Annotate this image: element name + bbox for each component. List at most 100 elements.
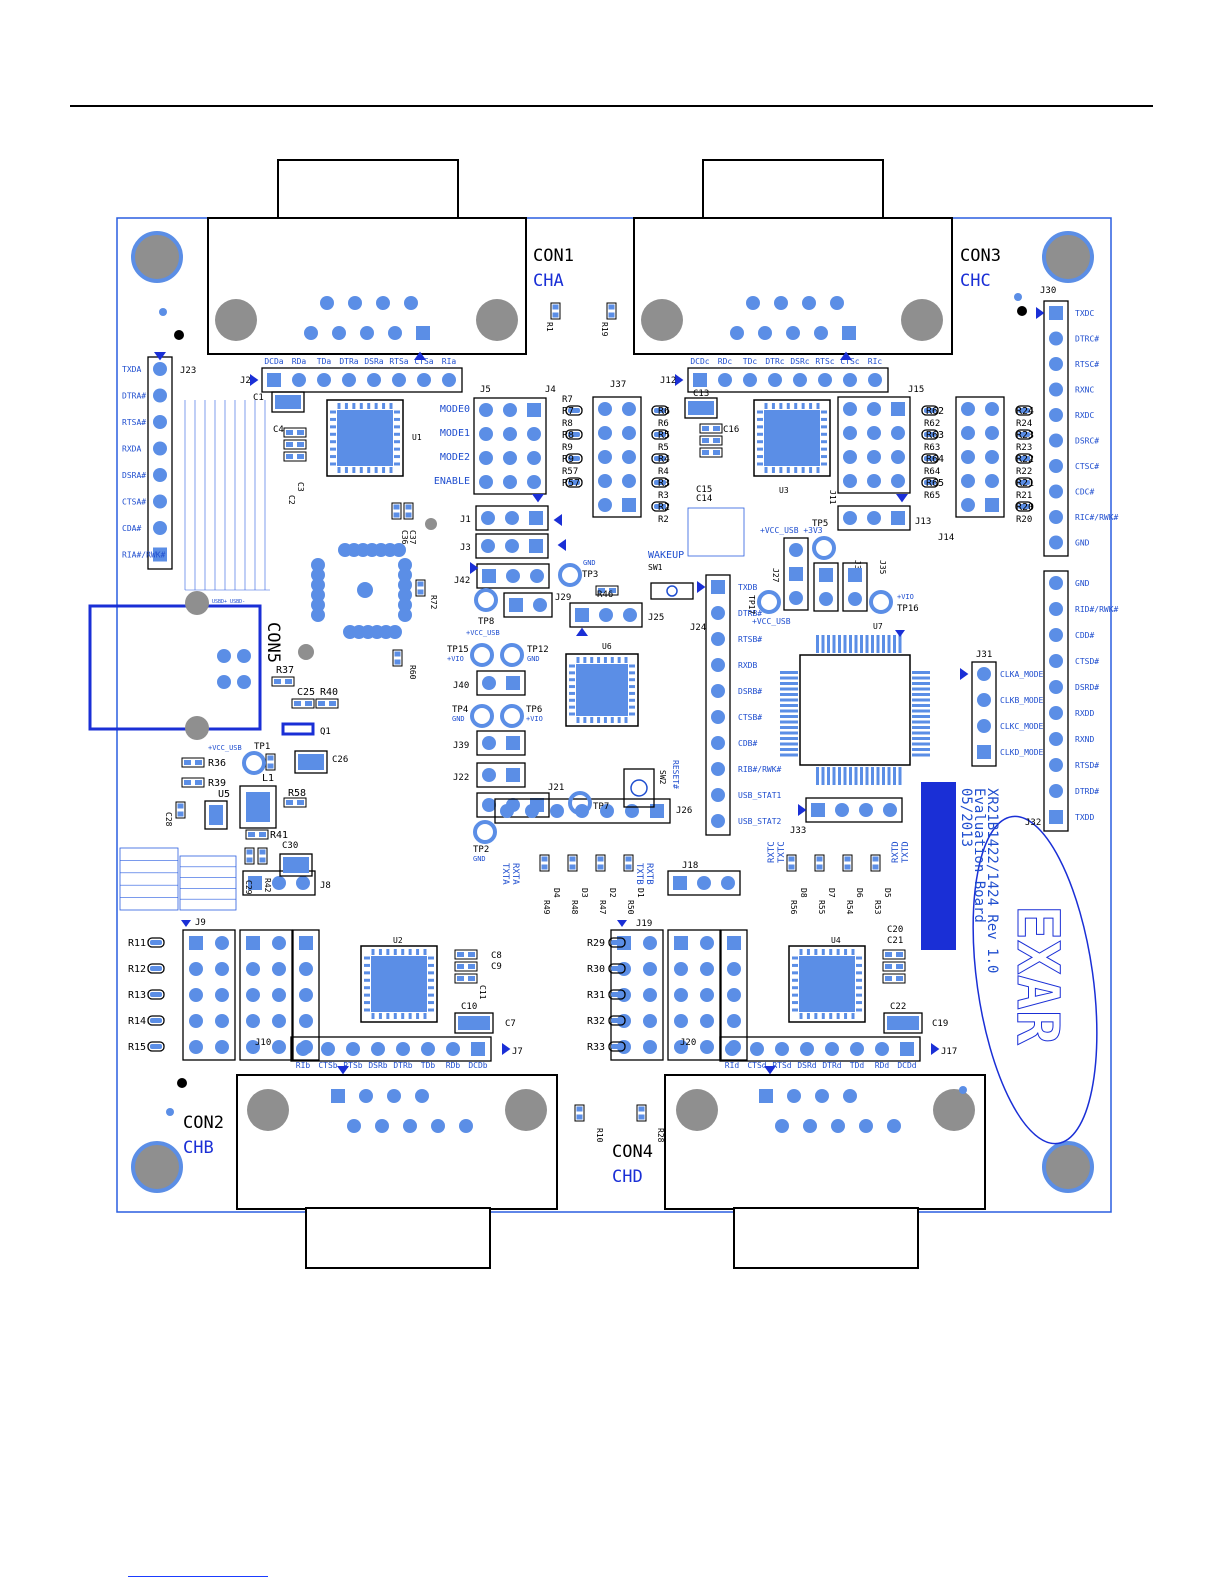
u4-lead <box>856 956 862 960</box>
r28-pad <box>638 1106 645 1112</box>
u6-lead <box>629 712 635 716</box>
c25-pad <box>294 701 301 706</box>
j1-pin <box>529 511 543 525</box>
u7-marker <box>895 630 905 637</box>
u3-lead <box>794 403 798 409</box>
con4-pin <box>843 1089 857 1103</box>
res-left <box>147 989 165 1000</box>
con4-channel: CHD <box>612 1167 643 1187</box>
res-mid <box>608 1041 626 1052</box>
u7-lead <box>827 767 830 785</box>
u1-lead <box>330 432 336 436</box>
j15-label: J15 <box>908 385 924 395</box>
res-mid-label: R32 <box>587 1016 605 1027</box>
j3-pin <box>529 539 543 553</box>
j39-pin <box>506 736 520 750</box>
u7-lead <box>860 767 863 785</box>
j7-label: CTSb <box>318 1061 337 1070</box>
j25-pin <box>623 608 637 622</box>
u4-lead <box>829 1013 833 1019</box>
c37-pad <box>405 512 412 518</box>
j23-marker <box>154 352 166 361</box>
c29-pad <box>246 849 253 855</box>
j30-label: DSRC# <box>1075 437 1099 446</box>
j9-pin <box>189 962 203 976</box>
led-left-r: R48 <box>570 900 579 915</box>
u7-lead <box>865 767 869 785</box>
res-r24 <box>1015 453 1033 464</box>
c-stack-u4-pad <box>885 964 892 969</box>
r46-pad <box>598 588 605 593</box>
c27 <box>265 753 276 771</box>
c-stack-u2 <box>454 949 478 960</box>
u3-lead <box>779 467 783 473</box>
u7-lead <box>780 698 798 702</box>
c4-label: C4 <box>273 425 284 435</box>
res-r7 <box>565 405 583 416</box>
j2-pin <box>267 373 281 387</box>
u4-lead <box>799 949 803 955</box>
u7-lead <box>821 767 825 785</box>
j24-pin <box>711 684 725 698</box>
c21-label: C21 <box>887 936 903 946</box>
j7-outline <box>290 1036 492 1062</box>
j24-pin <box>711 762 725 776</box>
tp16-net: +VIO <box>897 593 914 601</box>
tp3 <box>558 563 582 587</box>
j32-label: GND <box>1075 579 1090 588</box>
c20-label: C20 <box>887 925 903 935</box>
res-left <box>147 1015 165 1026</box>
u3-lead <box>821 425 827 429</box>
j30-label: TXDC <box>1075 309 1094 318</box>
j8-pin <box>248 876 262 890</box>
j24-label: USB_STAT1 <box>738 791 782 800</box>
j17-pin <box>750 1042 764 1056</box>
j11-j15-pin <box>843 426 857 440</box>
u4-lead <box>856 971 862 975</box>
j3-outline <box>475 533 549 559</box>
c7-label: C7 <box>505 1019 516 1029</box>
r72-label: R72 <box>429 595 438 610</box>
u5-label: U5 <box>218 789 230 800</box>
res-left-label: R13 <box>128 990 146 1001</box>
j10-label: J10 <box>255 1038 271 1048</box>
j7-pin <box>446 1042 460 1056</box>
u6-lead <box>617 717 621 723</box>
j24-label: J24 <box>690 623 706 633</box>
u7-lead <box>882 767 885 785</box>
u1-ring <box>311 608 325 622</box>
j14-pin <box>961 474 975 488</box>
res-mid <box>608 963 626 974</box>
r19-pad <box>608 312 615 318</box>
u1-ring <box>398 558 412 572</box>
u3-lead <box>757 417 763 421</box>
r10-pad <box>576 1106 583 1112</box>
u4-lead <box>792 963 798 967</box>
j17-pin <box>900 1042 914 1056</box>
r24-label: R24 <box>1016 419 1032 429</box>
j23-pin <box>153 415 167 429</box>
j20-pin <box>700 962 714 976</box>
j37-pin <box>622 498 636 512</box>
u1-lead <box>374 467 378 473</box>
j10-pin <box>246 962 260 976</box>
u2-lead <box>364 993 370 997</box>
j5-j4-pin <box>527 427 541 441</box>
r6-label: R4 <box>658 467 669 477</box>
j11-j15-pin <box>867 474 881 488</box>
j2-pin <box>292 373 306 387</box>
r58-pad <box>286 800 293 805</box>
j20-outline <box>667 929 721 1061</box>
res-left-pad <box>150 992 162 997</box>
c-stack-u1-pad <box>286 454 293 459</box>
r72 <box>415 579 426 597</box>
j42-pin <box>506 569 520 583</box>
j26-pin <box>625 804 639 818</box>
j12-label: RDc <box>718 357 733 366</box>
r58-label: R58 <box>288 788 306 799</box>
tp8-net: +VCC_USB <box>466 629 500 637</box>
c-stack-u4-pad <box>896 952 903 957</box>
r41-label: R41 <box>270 830 288 841</box>
c1-pad <box>275 395 301 409</box>
j6-outline <box>292 929 320 1061</box>
